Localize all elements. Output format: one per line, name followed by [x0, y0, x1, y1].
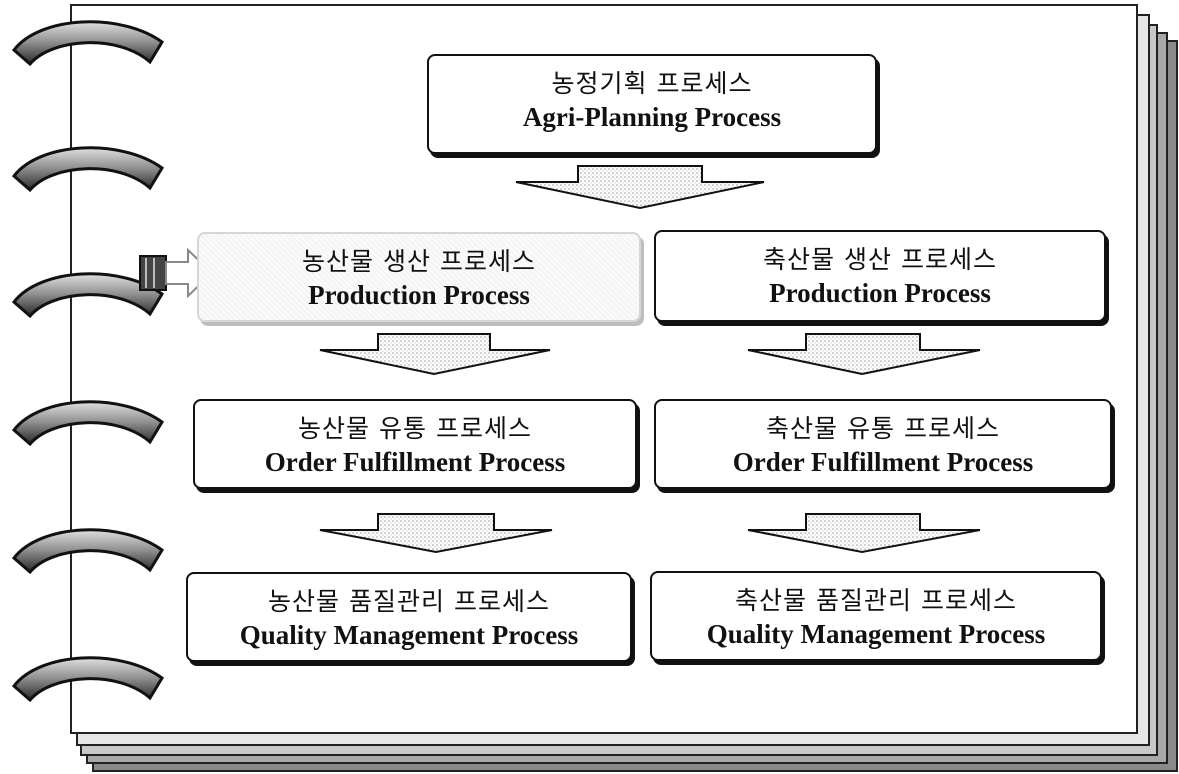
binder-ring-icon [11, 146, 164, 193]
process-title-en: Order Fulfillment Process [264, 447, 566, 477]
livestock-distribution-process-box: 축산물 유통 프로세스 Order Fulfillment Process [654, 399, 1112, 489]
livestock-production-process-box: 축산물 생산 프로세스 Production Process [654, 230, 1106, 322]
binder-ring-icon [11, 656, 164, 703]
process-title-en: Production Process [308, 280, 530, 310]
process-title-ko: 축산물 생산 프로세스 [763, 245, 997, 274]
binder-ring-icon [11, 272, 164, 319]
down-arrow-icon [319, 513, 553, 554]
agri-planning-process-box: 농정기획 프로세스 Agri-Planning Process [427, 54, 877, 154]
process-title-en: Agri-Planning Process [522, 102, 782, 132]
process-title-ko: 농정기획 프로세스 [551, 69, 753, 98]
process-title-en: Quality Management Process [239, 620, 579, 650]
down-arrow-icon [515, 165, 765, 210]
process-title-en: Quality Management Process [706, 619, 1046, 649]
down-arrow-icon [747, 333, 981, 376]
binder-ring-icon [11, 528, 164, 575]
process-title-ko: 농산물 유통 프로세스 [298, 414, 532, 443]
binder-ring-icon [11, 20, 164, 67]
agri-distribution-process-box: 농산물 유통 프로세스 Order Fulfillment Process [193, 399, 637, 489]
binder-ring-icon [11, 400, 164, 447]
process-title-en: Order Fulfillment Process [732, 447, 1034, 477]
down-arrow-icon [319, 333, 551, 376]
process-title-en: Production Process [769, 278, 991, 308]
down-arrow-icon [747, 513, 981, 554]
process-title-ko: 축산물 품질관리 프로세스 [735, 586, 1017, 615]
livestock-quality-process-box: 축산물 품질관리 프로세스 Quality Management Process [650, 571, 1102, 661]
agri-quality-process-box: 농산물 품질관리 프로세스 Quality Management Process [186, 572, 632, 662]
process-title-ko: 축산물 유통 프로세스 [766, 414, 1000, 443]
agri-production-process-box: 농산물 생산 프로세스 Production Process [197, 232, 641, 322]
process-title-ko: 농산물 품질관리 프로세스 [268, 587, 550, 616]
process-title-ko: 농산물 생산 프로세스 [302, 247, 536, 276]
